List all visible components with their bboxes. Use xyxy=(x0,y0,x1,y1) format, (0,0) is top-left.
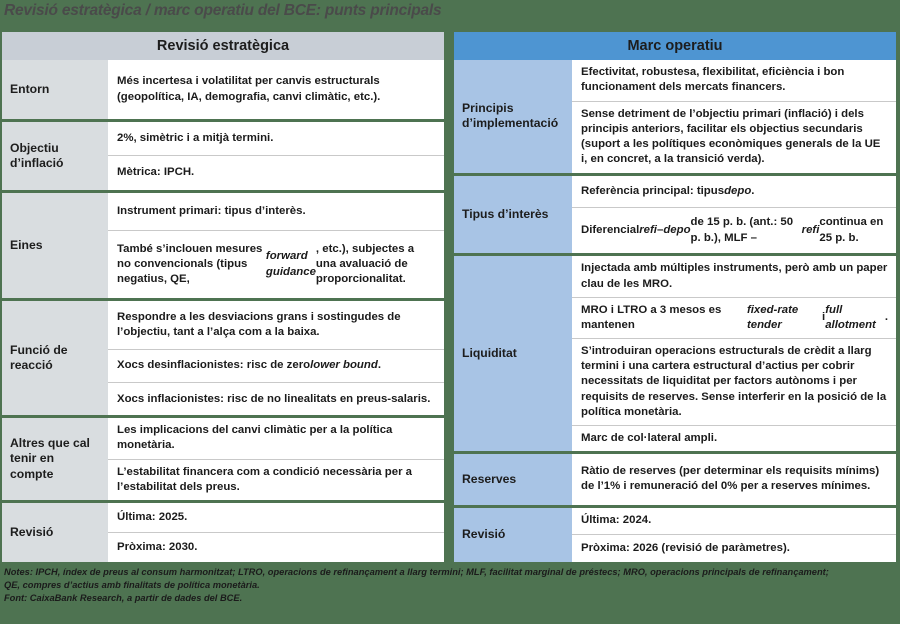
row-label: Revisió xyxy=(454,507,572,562)
table-cell: Referència principal: tipus depo. xyxy=(572,175,896,207)
row-label: Principis d’implementació xyxy=(454,60,572,173)
panel-header-operational-framework: Marc operatiu xyxy=(454,32,896,60)
row-cells: Les implicacions del canvi climàtic per … xyxy=(108,418,444,500)
row-label: Tipus d’interès xyxy=(454,175,572,254)
notes-line-2: QE, compres d’actius amb finalitats de p… xyxy=(4,579,260,590)
table-cell: Última: 2024. xyxy=(572,507,896,535)
row-label: Reserves xyxy=(454,454,572,505)
row-cells: 2%, simètric i a mitjà termini.Mètrica: … xyxy=(108,122,444,190)
source-line: Font: CaixaBank Research, a partir de da… xyxy=(4,592,243,603)
panel-header-strategic-review: Revisió estratègica xyxy=(2,32,444,60)
table-cell: Instrument primari: tipus d’interès. xyxy=(108,192,444,230)
table-cell: Pròxima: 2026 (revisió de paràmetres). xyxy=(572,534,896,563)
table-cell: S’introduiran operacions estructurals de… xyxy=(572,338,896,425)
table-cell: Mètrica: IPCH. xyxy=(108,155,444,190)
table-cell: Xocs desinflacionistes: risc de zero low… xyxy=(108,348,444,382)
table-cell: Efectivitat, robustesa, flexibilitat, ef… xyxy=(572,60,896,101)
row-label: Eines xyxy=(2,192,108,299)
row-label: Liquiditat xyxy=(454,256,572,452)
table-cell: Les implicacions del canvi climàtic per … xyxy=(108,418,444,459)
row-cells: Injectada amb múltiples instruments, per… xyxy=(572,256,896,452)
row-label: Funció de reacció xyxy=(2,301,108,416)
table-cell: MRO i LTRO a 3 mesos es mantenen fixed-r… xyxy=(572,296,896,339)
table-cell: Marc de col·lateral ampli. xyxy=(572,424,896,452)
row-label: Entorn xyxy=(2,60,108,120)
table-cell: Xocs inflacionistes: risc de no linealit… xyxy=(108,381,444,416)
row-label: Objectiu d’inflació xyxy=(2,122,108,190)
row-label: Altres que cal tenir en compte xyxy=(2,418,108,500)
notes-line-1: Notes: IPCH, índex de preus al consum ha… xyxy=(4,567,829,577)
table-cell: Pròxima: 2030. xyxy=(108,531,444,563)
table-cell: Última: 2025. xyxy=(108,502,444,532)
row-cells: Última: 2024.Pròxima: 2026 (revisió de p… xyxy=(572,507,896,563)
row-label: Revisió xyxy=(2,502,108,563)
row-cells: Instrument primari: tipus d’interès.Tamb… xyxy=(108,192,444,299)
row-cells: Última: 2025.Pròxima: 2030. xyxy=(108,502,444,563)
row-cells: Respondre a les desviacions grans i sost… xyxy=(108,301,444,416)
row-cells: Ràtio de reserves (per determinar els re… xyxy=(572,454,896,505)
table-cell: L’estabilitat financera com a condició n… xyxy=(108,458,444,500)
table-cell: Més incertesa i volatilitat per canvis e… xyxy=(108,60,444,120)
row-cells: Efectivitat, robustesa, flexibilitat, ef… xyxy=(572,60,896,173)
table-cell: També s’inclouen mesures no convencional… xyxy=(108,229,444,299)
table-cell: Respondre a les desviacions grans i sost… xyxy=(108,301,444,349)
table-cell: Ràtio de reserves (per determinar els re… xyxy=(572,454,896,505)
footer-notes: Notes: IPCH, índex de preus al consum ha… xyxy=(4,566,896,604)
row-cells: Referència principal: tipus depo.Diferen… xyxy=(572,175,896,254)
table-cell: Injectada amb múltiples instruments, per… xyxy=(572,256,896,297)
table-cell: Sense detriment de l’objectiu primari (i… xyxy=(572,100,896,173)
table-cell: Diferencial refi – depo de 15 p. b. (ant… xyxy=(572,206,896,254)
table-cell: 2%, simètric i a mitjà termini. xyxy=(108,122,444,156)
page-title: Revisió estratègica / marc operatiu del … xyxy=(4,2,442,19)
row-cells: Més incertesa i volatilitat per canvis e… xyxy=(108,60,444,120)
